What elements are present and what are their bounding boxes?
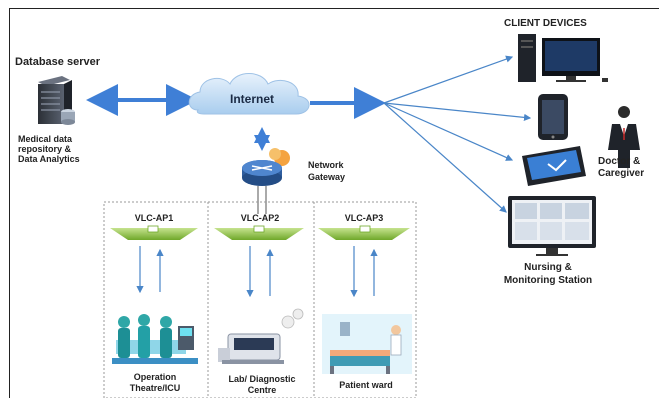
server-caption-line1: Medical data xyxy=(18,134,73,144)
gateway-ap-lines xyxy=(257,186,267,214)
network-gateway-icon xyxy=(242,148,290,186)
gateway-label-line2: Gateway xyxy=(308,172,346,182)
vlc-ap2-label: VLC-AP2 xyxy=(240,213,280,223)
smartphone-icon xyxy=(538,94,568,140)
internet-cloud-icon xyxy=(188,73,310,115)
vlc-ap3-icon xyxy=(318,225,410,240)
vlc-ap2-icon xyxy=(214,225,304,240)
doctor-label-line2: Caregiver xyxy=(598,168,645,179)
tablet-icon xyxy=(522,146,586,186)
vlc-ap1-icon xyxy=(110,225,198,240)
ap-uplink-downlink-arrows xyxy=(136,246,378,298)
area-dashed-boxes xyxy=(103,201,417,398)
patient-ward-icon xyxy=(322,314,412,374)
lab-diagnostic-icon xyxy=(218,308,304,364)
nursing-label-line2: Monitoring Station xyxy=(503,275,593,286)
internet-label: Internet xyxy=(229,92,274,106)
server-caption-line3: Data Analytics xyxy=(18,154,80,164)
desktop-computer-icon xyxy=(518,34,608,82)
server-title: Database server xyxy=(15,56,101,68)
nursing-station-icon xyxy=(508,196,596,256)
operation-theatre-icon xyxy=(112,314,198,364)
vlc-ap1-label: VLC-AP1 xyxy=(134,213,174,223)
area-ward-line1: Patient ward xyxy=(339,380,393,390)
server-caption-line2: repository & xyxy=(18,144,72,154)
frame-left-line xyxy=(9,8,10,398)
area-lab-line2: Centre xyxy=(247,385,277,395)
database-server-icon xyxy=(38,76,75,125)
doctor-icon xyxy=(608,106,640,168)
area-lab-line1: Lab/ Diagnostic xyxy=(228,374,296,384)
frame-top-line xyxy=(9,8,659,9)
area-operation-line1: Operation xyxy=(133,372,177,382)
doctor-label-line1: Doctor & xyxy=(598,156,641,167)
area-operation-line2: Theatre/ICU xyxy=(129,383,181,393)
vlc-ap3-label: VLC-AP3 xyxy=(344,213,384,223)
client-devices-title: CLIENT DEVICES xyxy=(504,18,587,29)
gateway-label-line1: Network xyxy=(308,160,344,170)
nursing-label-line1: Nursing & xyxy=(524,262,572,273)
device-fanout-lines xyxy=(383,55,532,213)
